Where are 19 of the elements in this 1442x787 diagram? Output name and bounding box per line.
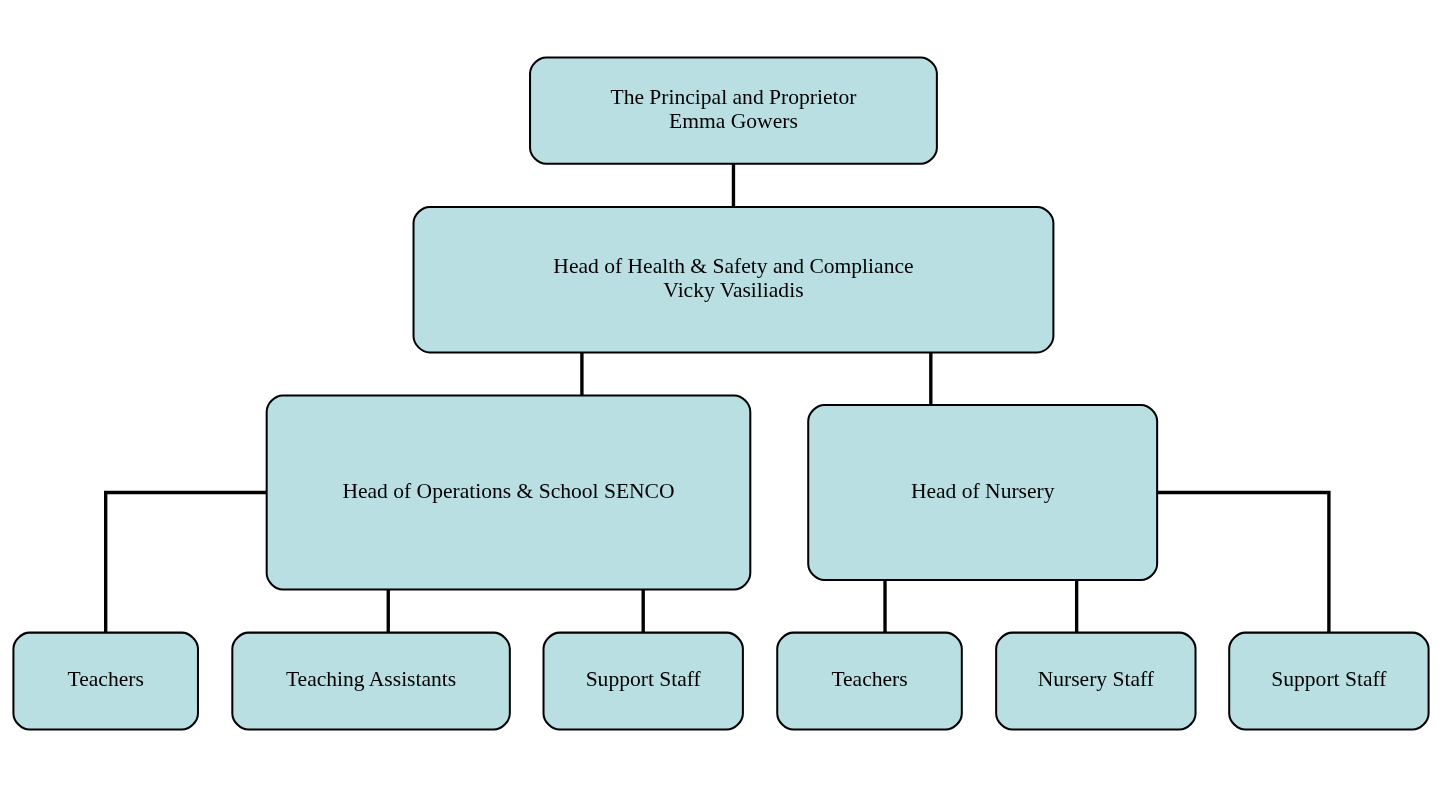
node-box: Teachers bbox=[776, 631, 963, 731]
node-box: The Principal and Proprietor Emma Gowers bbox=[529, 56, 938, 165]
connector bbox=[386, 589, 390, 633]
connector bbox=[1157, 490, 1331, 633]
node-box: Support Staff bbox=[542, 631, 744, 731]
node-box: Head of Health & Safety and Compliance Vicky Vasiliadis bbox=[412, 205, 1055, 354]
node-box: Support Staff bbox=[1228, 631, 1430, 731]
connector bbox=[929, 352, 933, 405]
node-box: Head of Nursery bbox=[807, 403, 1159, 582]
connector bbox=[104, 490, 267, 633]
connector bbox=[1074, 580, 1079, 633]
node-box: Teachers bbox=[12, 631, 199, 731]
connector bbox=[883, 580, 887, 633]
node-box: Teaching Assistants bbox=[231, 631, 511, 731]
node-box: Nursery Staff bbox=[995, 631, 1197, 731]
connector bbox=[641, 589, 645, 633]
connector bbox=[580, 352, 584, 396]
connector bbox=[731, 164, 736, 207]
node-box: Head of Operations & School SENCO bbox=[265, 394, 752, 591]
